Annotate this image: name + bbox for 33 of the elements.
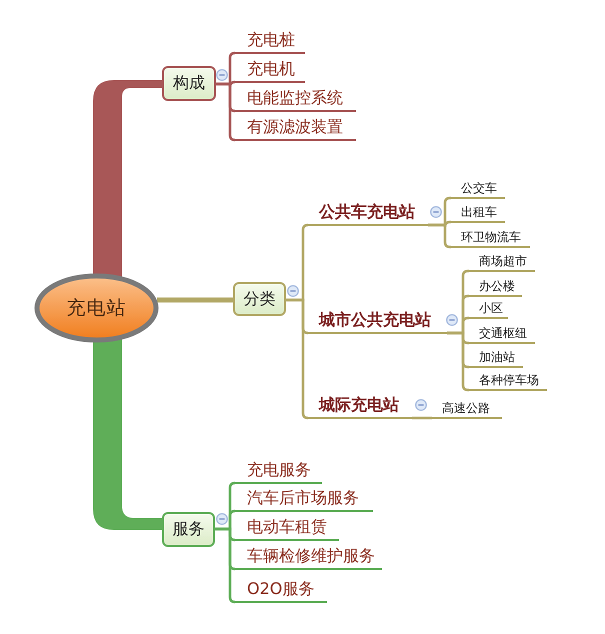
underlined-label: 有源滤波装置 [235,115,356,141]
branch-line [428,224,452,248]
underlined-label: 环卫物流车 [451,228,530,248]
underlined-label: 各种停车场 [469,371,547,391]
branch-line [286,298,310,420]
branch-line [447,332,470,392]
underlined-label: O2O服务 [235,577,327,603]
underlined-label: 车辆检修维护服务 [235,544,382,570]
underlined-label: 高速公路 [432,399,502,419]
underlined-label: 公交车 [451,179,505,199]
topic-box: 构成 [162,66,216,101]
topic-box: 分类 [233,282,286,316]
underlined-label: 电能监控系统 [235,86,356,112]
underlined-label: 城际充电站 [308,393,412,419]
branch-line [412,416,432,420]
underlined-label: 办公楼 [469,277,522,297]
underlined-label: 小区 [469,299,508,319]
ellipse-node: 充电站 [34,273,159,343]
branch-line [93,338,162,530]
underlined-label: 电动车租赁 [235,515,339,541]
underlined-label: 汽车后市场服务 [235,486,373,512]
underlined-label: 充电机 [235,57,305,83]
underlined-label: 商场超市 [469,252,535,272]
topic-box: 服务 [162,512,215,547]
underlined-label: 交通枢纽 [469,324,535,344]
underlined-label: 城市公共充电站 [308,308,447,334]
underlined-label: 充电服务 [235,458,322,484]
branch-line [216,82,236,142]
underlined-label: 公共车充电站 [308,200,428,226]
underlined-label: 充电桩 [235,28,305,54]
branch-line [157,298,233,302]
underlined-label: 出租车 [451,203,505,223]
underlined-label: 加油站 [469,348,523,368]
